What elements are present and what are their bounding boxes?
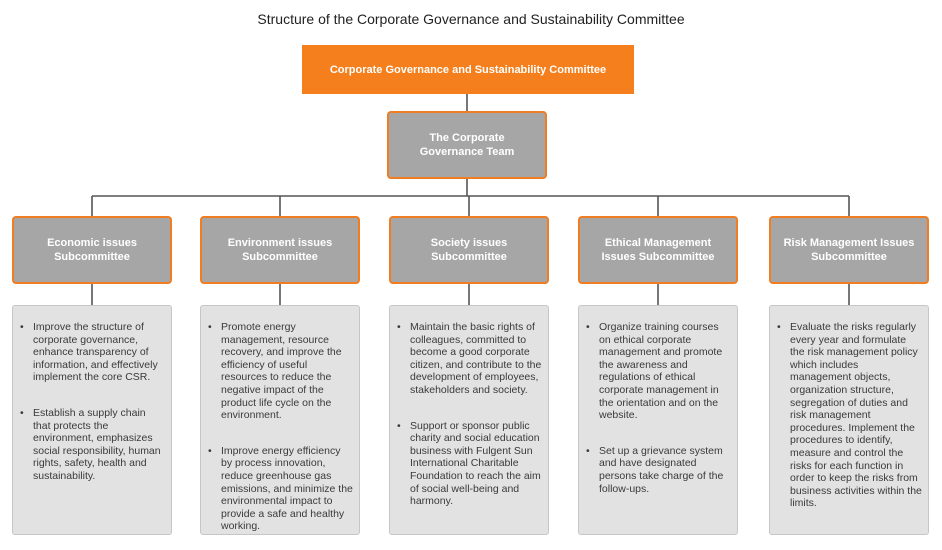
- society-detail-panel: Maintain the basic rights of colleagues,…: [389, 305, 549, 535]
- list-item: Support or sponsor public charity and so…: [397, 420, 542, 508]
- list-item: Maintain the basic rights of colleagues,…: [397, 321, 542, 397]
- risk-detail-panel: Evaluate the risks regularly every year …: [769, 305, 929, 535]
- environment-subcommittee-label: Environment issues Subcommittee: [227, 237, 333, 263]
- society-subcommittee-box: Society issues Subcommittee: [389, 216, 549, 284]
- environment-subcommittee-box: Environment issues Subcommittee: [200, 216, 360, 284]
- environment-detail-panel: Promote energy management, resource reco…: [200, 305, 360, 535]
- risk-subcommittee-box: Risk Management Issues Subcommittee: [769, 216, 929, 284]
- list-item: Improve the structure of corporate gover…: [20, 321, 165, 384]
- risk-subcommittee-label: Risk Management Issues Subcommittee: [783, 237, 915, 263]
- committee-box: Corporate Governance and Sustainability …: [302, 45, 634, 94]
- environment-detail-list: Promote energy management, resource reco…: [208, 321, 353, 533]
- committee-label: Corporate Governance and Sustainability …: [329, 63, 607, 76]
- risk-detail-list: Evaluate the risks regularly every year …: [777, 321, 922, 510]
- ethical-detail-list: Organize training courses on ethical cor…: [586, 321, 731, 495]
- list-item: Set up a grievance system and have desig…: [586, 445, 731, 495]
- list-item: Establish a supply chain that protects t…: [20, 407, 165, 483]
- economic-detail-panel: Improve the structure of corporate gover…: [12, 305, 172, 535]
- list-item: Promote energy management, resource reco…: [208, 321, 353, 422]
- list-item: Improve energy efficiency by process inn…: [208, 445, 353, 533]
- economic-subcommittee-label: Economic issues Subcommittee: [47, 237, 137, 263]
- ethical-detail-panel: Organize training courses on ethical cor…: [578, 305, 738, 535]
- team-label: The Corporate Governance Team: [419, 132, 515, 158]
- list-item: Evaluate the risks regularly every year …: [777, 321, 922, 510]
- diagram-title: Structure of the Corporate Governance an…: [257, 11, 685, 27]
- economic-detail-list: Improve the structure of corporate gover…: [20, 321, 165, 483]
- list-item: Organize training courses on ethical cor…: [586, 321, 731, 422]
- society-subcommittee-label: Society issues Subcommittee: [430, 237, 508, 263]
- ethical-subcommittee-label: Ethical Management Issues Subcommittee: [601, 237, 715, 263]
- ethical-subcommittee-box: Ethical Management Issues Subcommittee: [578, 216, 738, 284]
- team-box: The Corporate Governance Team: [387, 111, 547, 179]
- society-detail-list: Maintain the basic rights of colleagues,…: [397, 321, 542, 508]
- economic-subcommittee-box: Economic issues Subcommittee: [12, 216, 172, 284]
